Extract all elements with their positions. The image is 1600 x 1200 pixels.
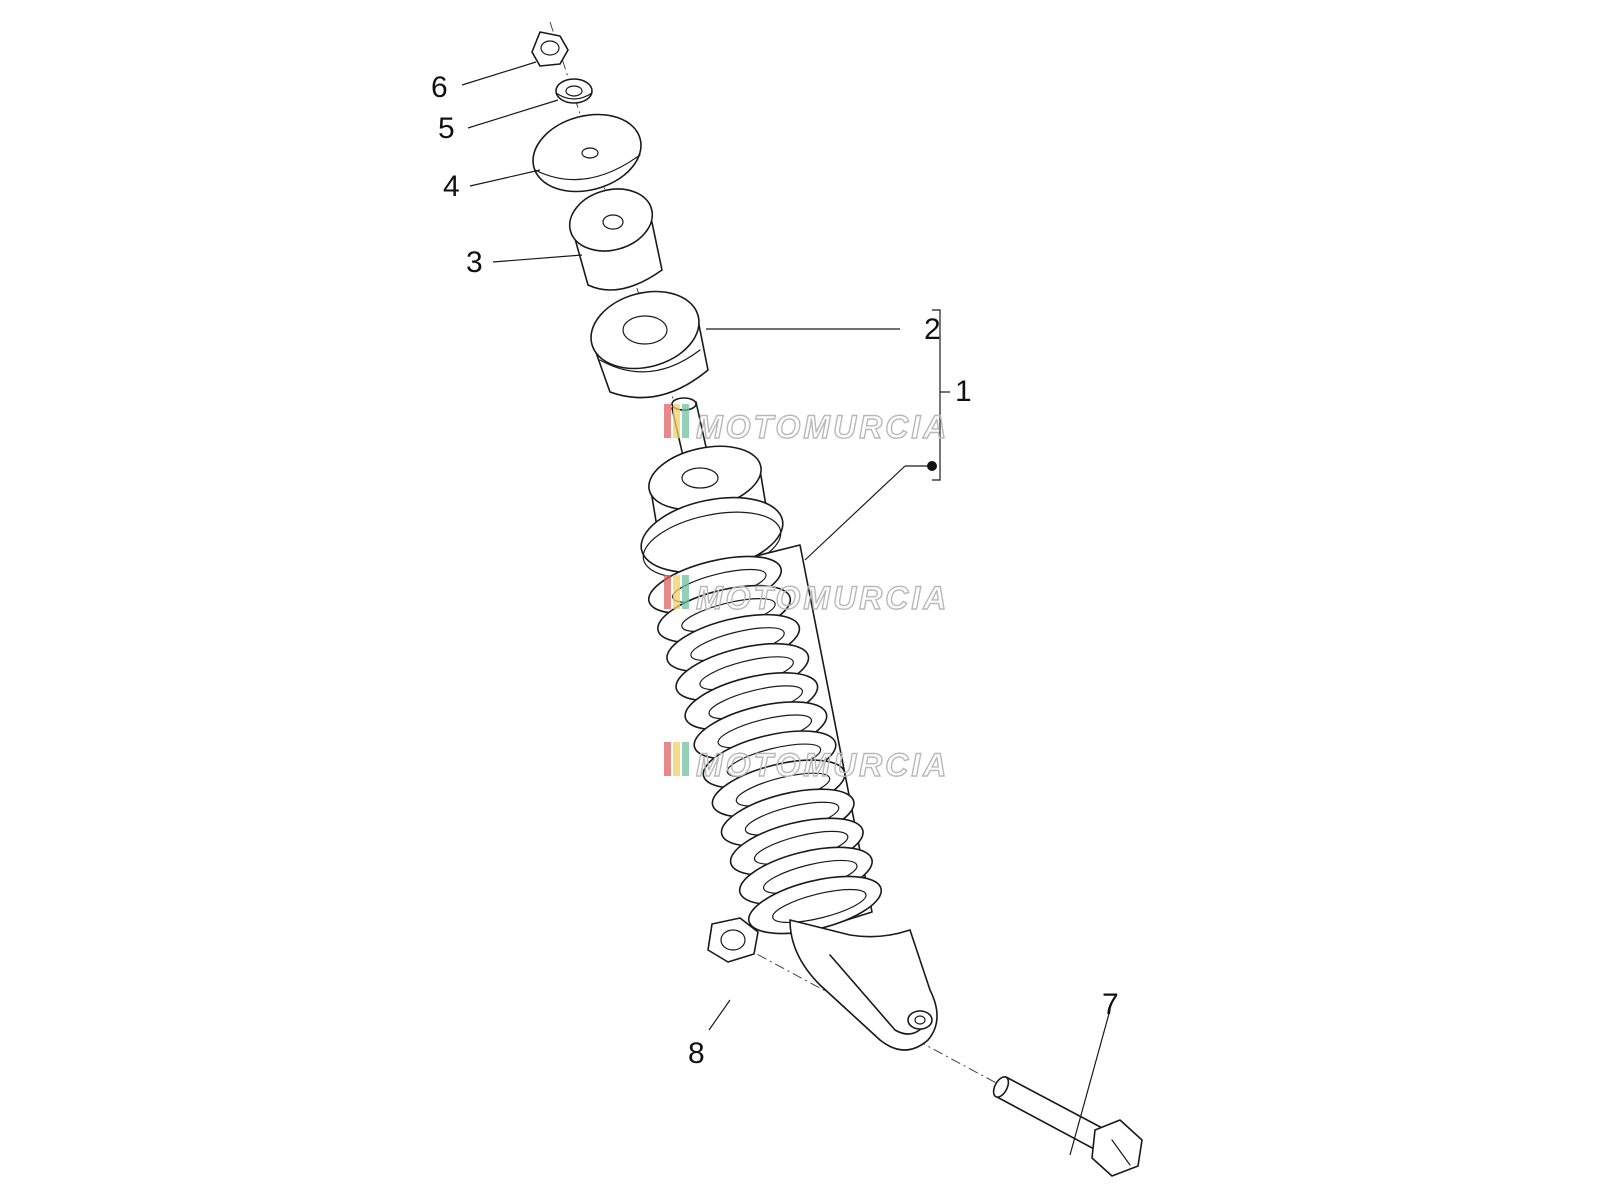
watermark-stripe-yellow: [673, 404, 680, 438]
callout-6: 6: [431, 71, 448, 104]
watermark-text: MOTOMURCIA: [696, 747, 949, 783]
part-5-small-washer: [555, 78, 593, 104]
part-7-bolt: [992, 1076, 1143, 1177]
part-6-hex-nut: [531, 31, 569, 67]
callout-4: 4: [443, 170, 460, 203]
watermark-stripe-red: [664, 575, 671, 609]
watermark-stripe-green: [682, 575, 689, 609]
watermark-text: MOTOMURCIA: [696, 409, 949, 445]
watermark-3: MOTOMURCIA: [664, 742, 949, 784]
callout-labels: 1 2 3 4 5 6 7 8: [431, 71, 1119, 1070]
part-8-lower-nut: [707, 917, 759, 963]
part-2-upper-bush: [590, 290, 709, 399]
watermark-stripe-yellow: [673, 575, 680, 609]
spring-coil-inner: [772, 888, 867, 924]
bullet-marker: [927, 461, 937, 471]
callout-8: 8: [688, 1037, 705, 1070]
callout-7: 7: [1102, 988, 1119, 1021]
leader-lines: [461, 61, 1111, 1156]
spring-coils: [647, 555, 883, 935]
part-1-shock-absorber: [640, 397, 938, 1051]
watermark-stripe-green: [682, 404, 689, 438]
watermark-2: MOTOMURCIA: [664, 575, 949, 617]
watermark-1: MOTOMURCIA: [664, 404, 949, 446]
part-4-large-washer: [532, 113, 642, 193]
watermark-text: MOTOMURCIA: [696, 580, 949, 616]
watermark-stripe-red: [664, 404, 671, 438]
watermark-stripe-green: [682, 742, 689, 776]
watermark-stripe-red: [664, 742, 671, 776]
callout-5: 5: [438, 112, 455, 145]
part-3-rubber-bush: [568, 188, 663, 291]
callout-1: 1: [955, 375, 972, 408]
watermark-stripe-yellow: [673, 742, 680, 776]
callout-2: 2: [924, 313, 941, 346]
callout-3: 3: [466, 246, 483, 279]
